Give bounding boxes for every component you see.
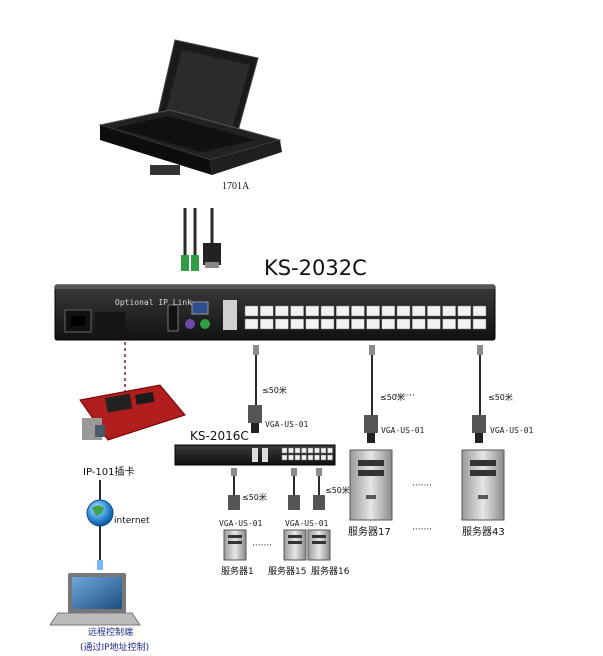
rj45-port: [427, 319, 440, 329]
rj45-port: [321, 319, 334, 329]
adapter-label-sub: VGA-US-01: [265, 420, 309, 429]
rj45-port: [328, 455, 333, 460]
adapter-label-17: VGA-US-01: [381, 426, 425, 435]
ellipsis-dots-bottom: ·······: [412, 525, 432, 535]
cable-spec-label-sub: ≤50米: [262, 385, 287, 395]
remote-sublabel: (通过IP地址控制): [80, 641, 149, 653]
rj45-port: [315, 455, 320, 460]
rj45-port: [412, 319, 425, 329]
rj45-port: [289, 448, 294, 453]
adapter-chain-server-1: [228, 468, 240, 510]
adapter-chain-server-15: [288, 468, 300, 510]
rj45-port: [412, 306, 425, 316]
rj45-port: [306, 319, 319, 329]
sub-switch-model-label: KS-2016C: [190, 429, 249, 443]
ellipsis-dots-top: ·······: [395, 391, 415, 401]
rj45-port: [351, 306, 364, 316]
server-15-tower: [284, 530, 306, 560]
rj45-port: [458, 306, 471, 316]
rj45-port: [260, 306, 273, 316]
rj45-port: [321, 448, 326, 453]
rj45-port: [295, 448, 300, 453]
rj45-port: [306, 306, 319, 316]
console-model-label: 1701A: [222, 181, 250, 192]
rj45-port: [315, 448, 320, 453]
rj45-port: [397, 306, 410, 316]
rj45-port: [328, 448, 333, 453]
rj45-port: [351, 319, 364, 329]
server-label-1: 服务器1: [221, 565, 254, 577]
rj45-port: [291, 319, 304, 329]
server-label-17: 服务器17: [348, 525, 391, 538]
ip-card-label: IP-101插卡: [83, 465, 134, 478]
ip-card-image: [80, 385, 185, 440]
rj45-port: [308, 448, 313, 453]
rj45-port: [308, 455, 313, 460]
rj45-plug-icon: [97, 560, 103, 570]
console-cables: [181, 208, 221, 271]
remote-label: 远程控制端: [88, 626, 133, 638]
rj45-port: [336, 306, 349, 316]
rj45-port: [367, 306, 380, 316]
rj45-port: [321, 455, 326, 460]
rj45-port: [275, 319, 288, 329]
server-label-16: 服务器16: [311, 565, 350, 577]
rj45-port: [260, 319, 273, 329]
cable-spec-label-43: ≤50米: [488, 392, 513, 402]
rj45-port: [458, 319, 471, 329]
server-1-tower: [224, 530, 246, 560]
rj45-port: [397, 319, 410, 329]
rj45-port: [473, 319, 486, 329]
adapter-chain-server-16: [313, 468, 325, 510]
cable-spec-label-16: ≤50米: [325, 485, 350, 495]
server-label-43: 服务器43: [462, 525, 505, 538]
main-switch-model-label: KS-2032C: [264, 256, 367, 280]
rj45-port: [427, 306, 440, 316]
server-43-tower: [462, 450, 504, 520]
rj45-port: [291, 306, 304, 316]
server-17-tower: [350, 450, 392, 520]
rj45-port: [245, 319, 258, 329]
rj45-port: [282, 455, 287, 460]
rj45-port: [245, 306, 258, 316]
rj45-port: [275, 306, 288, 316]
adapter-label-43: VGA-US-01: [490, 426, 534, 435]
rj45-port: [336, 319, 349, 329]
laptop-icon: [50, 573, 140, 625]
ellipsis-dots-mid: ·······: [412, 481, 432, 491]
console-drawer-image: [100, 40, 282, 175]
adapter-label-1: VGA-US-01: [219, 519, 263, 528]
ellipsis-dots-sub: ·······: [252, 541, 272, 551]
rj45-port: [289, 455, 294, 460]
rj45-port: [321, 306, 334, 316]
adapter-label-15: VGA-US-01: [285, 519, 329, 528]
rj45-port: [302, 448, 307, 453]
rj45-port: [302, 455, 307, 460]
server-16-tower: [308, 530, 330, 560]
cable-spec-label-1: ≤50米: [242, 492, 267, 502]
internet-label: internet: [114, 516, 150, 526]
rj45-port: [382, 319, 395, 329]
rj45-port: [295, 455, 300, 460]
rj45-port: [473, 306, 486, 316]
main-switch-panel-label: Optional IP Link: [115, 298, 192, 307]
server-label-15: 服务器15: [268, 565, 306, 577]
rj45-port: [443, 306, 456, 316]
rj45-port: [382, 306, 395, 316]
rj45-port: [282, 448, 287, 453]
rj45-port: [367, 319, 380, 329]
adapter-chain-server-43: [472, 345, 486, 443]
adapter-chain-to-sub-switch: [248, 345, 262, 433]
adapter-chain-server-17: [364, 345, 378, 443]
rj45-port: [443, 319, 456, 329]
